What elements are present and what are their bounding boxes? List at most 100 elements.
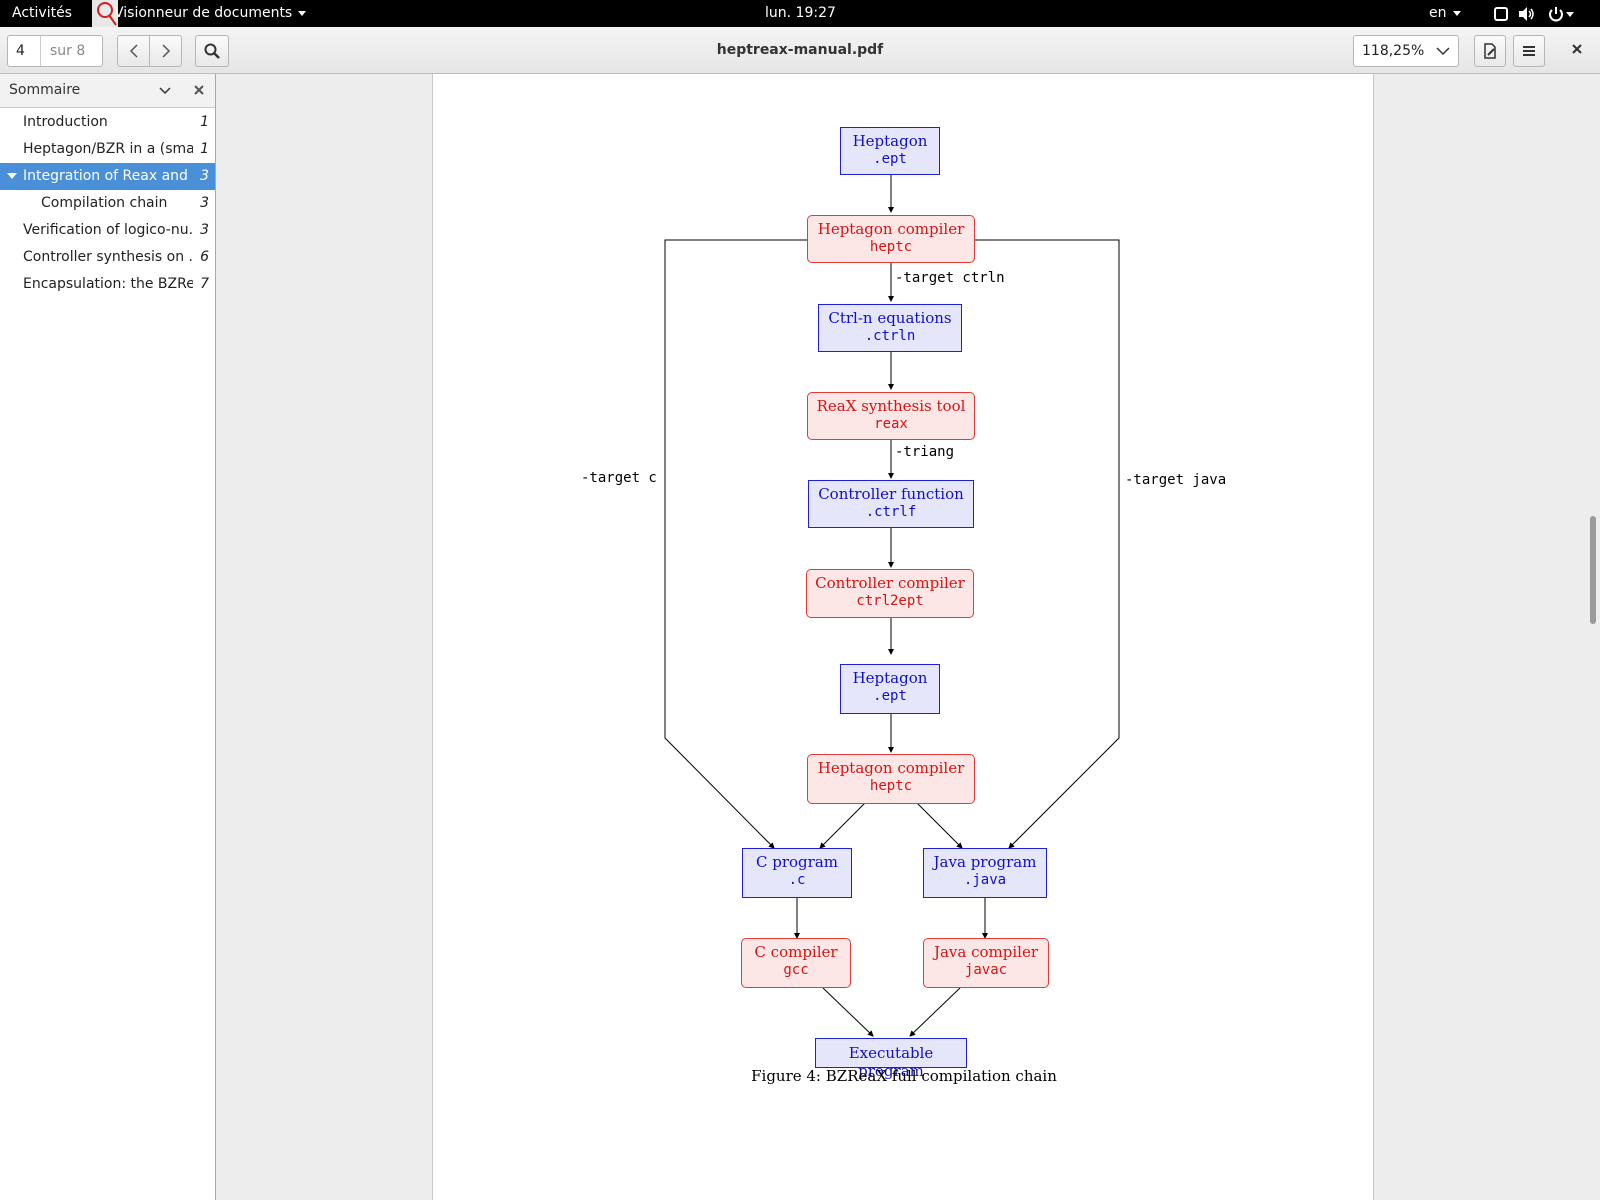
document-edit-icon [1484,43,1496,59]
language-menu[interactable]: en [1429,5,1461,21]
scrollbar-thumb[interactable] [1590,516,1596,624]
label-target-java: -target java [1125,472,1227,488]
edge-ccomp-exe [822,987,874,1037]
node-code: gcc [783,962,809,978]
node-code: heptc [869,778,913,794]
node-title: Heptagon compiler [817,220,965,238]
sidebar-header: Sommaire [0,74,215,108]
node-code: .ctrlf [865,504,917,520]
chevron-right-icon [161,44,170,58]
edge-hc2-jprog [915,801,963,849]
app-menu[interactable]: Visionneur de documents [92,0,307,27]
outline-item-page: 1 [200,141,209,157]
node-ctrln-equations: Ctrl-n equations.ctrln [818,304,962,352]
outline-item-controller-synthesis[interactable]: Controller synthesis on ... 6 [0,244,215,271]
expander-down-icon[interactable] [7,173,17,181]
zoom-value: 118,25% [1362,43,1425,59]
node-heptagon-generated: Heptagon.ept [840,664,940,714]
node-code: heptc [869,239,913,255]
node-code: .ept [873,151,907,167]
outline-item-heptagon-bzr[interactable]: Heptagon/BZR in a (sma... 1 [0,136,215,163]
figure-caption: Figure 4: BZReaX full compilation chain [751,1067,1057,1085]
node-title: Heptagon [852,132,928,150]
chevron-left-icon [129,44,138,58]
node-title: C program [756,853,838,871]
node-title: Java compiler [933,943,1039,961]
app-name: Visionneur de documents [114,5,307,21]
node-executable: Executable program [815,1038,967,1080]
outline-list: Introduction 1 Heptagon/BZR in a (sma... 1… [0,108,215,298]
sidebar-mode-select[interactable]: Sommaire [9,82,81,98]
search-icon [204,43,220,59]
label-target-c: -target c [581,470,657,486]
label-target-ctrln: -target ctrln [895,270,1005,286]
header-bar: 4 sur 8 heptreax-manual.pdf 118,25% [0,27,1600,74]
outline-item-page: 3 [200,195,209,211]
node-code: reax [874,416,908,432]
zoom-selector[interactable]: 118,25% [1353,35,1459,67]
node-title: Controller compiler [815,574,965,592]
outline-item-integration-reax[interactable]: Integration of Reax and ...3 [0,163,215,190]
node-title: Ctrl-n equations [828,309,952,327]
chevron-down-icon [1436,47,1450,56]
outline-item-label: Compilation chain [41,195,168,211]
close-icon [1572,44,1582,54]
power-icon[interactable] [1548,6,1576,22]
node-title: Java program [933,853,1037,871]
node-title: ReaX synthesis tool [816,397,966,415]
outline-item-page: 6 [200,249,209,265]
outline-item-page: 1 [200,114,209,130]
dropdown-arrow-icon [1452,10,1461,16]
next-page-button[interactable] [149,35,182,67]
volume-icon[interactable] [1518,6,1536,22]
edge-hc2-cprog [819,801,867,849]
outline-item-label: Encapsulation: the BZRe... [23,276,193,292]
node-title: Heptagon [852,669,928,687]
outline-item-label: Introduction [23,114,108,130]
close-sidebar-icon[interactable] [193,84,205,96]
outline-item-page: 3 [200,168,209,184]
node-title: Controller function [818,485,964,503]
page-number-input[interactable]: 4 [8,36,41,66]
outline-item-page: 3 [200,222,209,238]
outline-item-page: 7 [200,276,209,292]
outline-item-introduction[interactable]: Introduction 1 [0,109,215,136]
node-code: .ept [873,688,907,704]
node-code: ctrl2ept [856,593,924,609]
node-title: C compiler [754,943,838,961]
window-icon[interactable] [1493,6,1509,22]
page-selector[interactable]: 4 sur 8 [7,35,103,67]
outline-item-label: Controller synthesis on ... [23,249,193,265]
menu-button[interactable] [1513,35,1545,67]
node-title: Executable program [848,1044,934,1080]
node-title: Heptagon compiler [817,759,965,777]
edge-hc1-cprog [664,239,807,849]
label-triang: -triang [895,444,955,460]
page-total-label: sur 8 [50,43,86,59]
outline-item-verification[interactable]: Verification of logico-nu... 3 [0,217,215,244]
annotations-button[interactable] [1474,35,1506,67]
close-window-button[interactable] [1570,41,1586,57]
dropdown-arrow-icon [298,10,307,16]
outline-item-compilation-chain[interactable]: Compilation chain 3 [0,190,215,217]
outline-item-label: Heptagon/BZR in a (sma... [23,141,193,157]
outline-item-encapsulation[interactable]: Encapsulation: the BZRe... 7 [0,271,215,298]
node-code: .c [788,872,806,888]
top-bar: Activités Visionneur de documents lun. 1… [0,0,1600,27]
outline-item-label: Verification of logico-nu... [23,222,193,238]
previous-page-button[interactable] [117,35,150,67]
clock[interactable]: lun. 19:27 [765,5,836,21]
activities-button[interactable]: Activités [12,5,72,21]
search-button[interactable] [195,35,229,67]
edge-hc1-jprog [975,239,1120,849]
node-java-program: Java program.java [923,848,1047,898]
sidebar: Sommaire Introduction 1 Heptagon/BZR in a… [0,74,216,1200]
node-code: .ctrln [864,328,916,344]
chevron-down-icon[interactable] [159,87,171,95]
node-code: javac [964,962,1008,978]
